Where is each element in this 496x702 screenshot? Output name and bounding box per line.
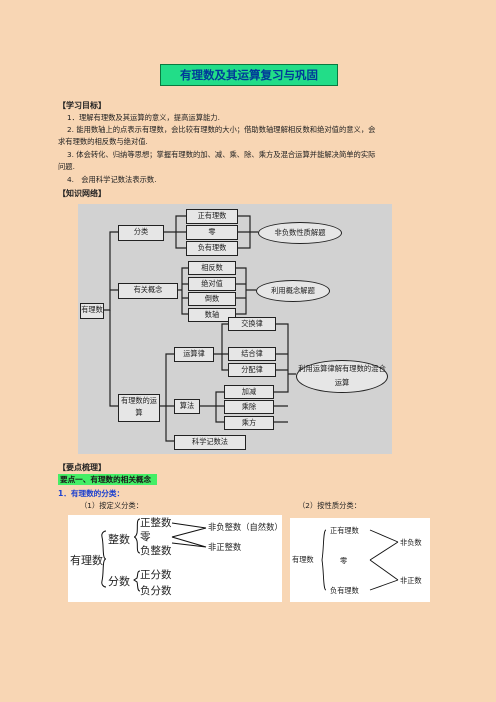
node-opposite: 相反数 [188,261,236,275]
node-commutative: 交换律 [228,317,276,331]
page-title: 有理数及其运算复习与巩固 [160,64,338,86]
node-rational: 有理数 [80,303,104,319]
goal-line-4: 3. 体会转化、归纳等思想；掌握有理数的加、减、乘、除、乘方及混合运算并能解决简… [67,150,376,159]
def-zero: 零 [140,531,151,543]
prop-zero: 零 [340,556,348,565]
def-nonpositive-integer: 非正整数 [208,542,242,552]
node-add-sub: 加减 [224,385,274,399]
node-laws: 运算律 [174,347,214,362]
definition-tree: 有理数 整数 正整数 零 负整数 分数 正分数 负分数 非负整数（自然数） 非正… [68,515,283,602]
oval-concepts: 利用概念解题 [256,280,330,302]
node-absolute: 绝对值 [188,277,236,291]
def-negative-fraction: 负分数 [140,585,172,597]
oval-mixed-operations: 利用运算律解有理数的混合运算 [296,360,388,393]
node-power: 乘方 [224,416,274,430]
node-concepts: 有关概念 [118,283,178,299]
property-label: （2）按性质分类： [298,501,362,510]
point-1-heading: 要点一、有理数的相关概念 [58,474,158,485]
node-operations: 有理数的运算 [118,394,160,422]
prop-root: 有理数 [292,555,314,564]
node-algorithm: 算法 [174,399,200,414]
prop-nonnegative: 非负数 [400,538,422,547]
node-distributive: 分配律 [228,363,276,377]
node-classify: 分类 [118,225,164,241]
property-tree: 有理数 正有理数 零 负有理数 非负数 非正数 [290,518,430,602]
node-number-line: 数轴 [188,308,236,322]
goal-line-5: 问题. [58,162,75,171]
definition-label: （1）按定义分类： [80,501,144,510]
prop-nonpositive: 非正数 [400,576,422,585]
knowledge-network-diagram: 有理数 分类 有关概念 有理数的运算 正有理数 零 负有理数 相反数 绝对值 倒… [78,204,392,454]
network-heading: 【知识网络】 [58,189,106,198]
goal-line-2: 2. 能用数轴上的点表示有理数，会比较有理数的大小；借助数轴理解相反数和绝对值的… [67,125,376,134]
def-positive-fraction: 正分数 [140,569,172,581]
goal-line-1: 1．理解有理数及其运算的意义，提高运算能力. [67,113,220,122]
goal-line-3: 求有理数的相反数与绝对值. [58,137,148,146]
definition-brackets [101,518,207,592]
def-fraction: 分数 [108,575,130,588]
node-negative-rational: 负有理数 [186,241,238,256]
def-negative-integer: 负整数 [140,545,172,557]
prop-positive: 正有理数 [330,526,359,535]
diagram-connectors [102,215,296,442]
node-positive-rational: 正有理数 [186,209,238,224]
node-reciprocal: 倒数 [188,292,236,306]
def-root: 有理数 [70,554,103,567]
property-brackets [321,529,399,591]
def-integer: 整数 [108,533,130,546]
node-mul-div: 乘除 [224,400,274,414]
subheading-classification: 1．有理数的分类： [58,489,125,498]
oval-nonnegative: 非负数性质解题 [258,222,342,244]
def-nonnegative-integer: 非负整数（自然数） [208,522,283,532]
node-scientific-notation: 科学记数法 [174,435,246,450]
node-associative: 结合律 [228,347,276,361]
goal-line-6: 4. 会用科学记数法表示数. [67,175,157,184]
node-zero: 零 [186,225,238,240]
sorting-heading: 【要点梳理】 [58,463,106,472]
prop-negative: 负有理数 [330,586,359,595]
def-positive-integer: 正整数 [140,517,172,529]
goals-heading: 【学习目标】 [58,101,106,110]
